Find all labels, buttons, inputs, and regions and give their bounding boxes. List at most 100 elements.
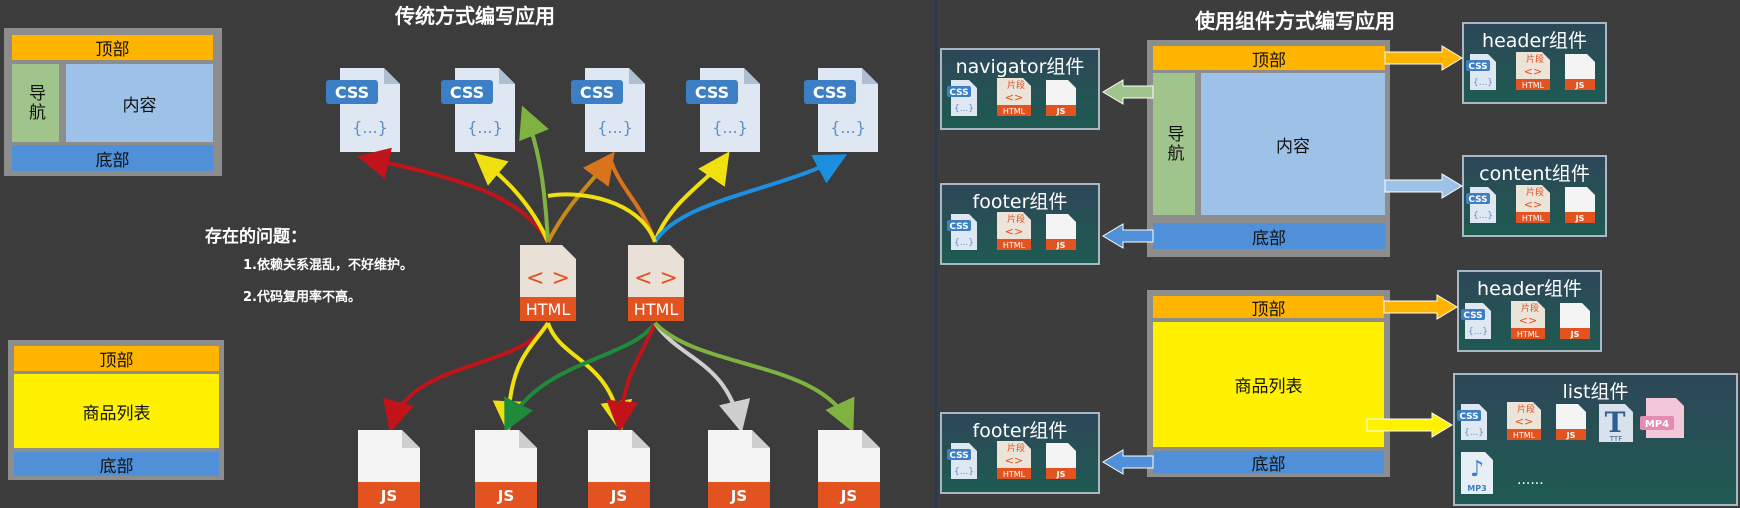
svg-text:CSS: CSS xyxy=(949,451,968,461)
svg-text:片段: 片段 xyxy=(1526,53,1544,65)
problems-heading: 存在的问题： xyxy=(205,227,307,247)
js-icon: JS xyxy=(1556,404,1586,440)
svg-text:<>: <> xyxy=(1005,225,1023,238)
js-icon: JS xyxy=(1565,54,1595,90)
js-icon: JS xyxy=(1046,80,1076,116)
html-fragment-icon: 片段<>HTML xyxy=(1516,52,1550,90)
svg-text:<>: <> xyxy=(1515,415,1533,428)
mp3-audio-icon: ♪ MP3 xyxy=(1461,452,1493,494)
navigator-component-title: navigator组件 xyxy=(955,56,1085,78)
arrow-to-content xyxy=(1384,173,1463,199)
layout1-content: 内容 xyxy=(66,64,213,142)
svg-text:{...}: {...} xyxy=(954,467,974,477)
header-component-title: header组件 xyxy=(1477,278,1582,300)
svg-text:HTML: HTML xyxy=(1517,330,1540,339)
svg-text:JS: JS xyxy=(730,487,747,505)
svg-text:HTML: HTML xyxy=(634,300,679,319)
list-icon-set: CSS{...} 片段<>HTML JS T TTF MP4 ♪ MP3 ...… xyxy=(1457,398,1684,494)
svg-text:HTML: HTML xyxy=(526,300,571,319)
page2-bottom: 底部 xyxy=(1153,451,1384,475)
svg-text:HTML: HTML xyxy=(1522,81,1545,90)
svg-text:片段: 片段 xyxy=(1007,79,1025,91)
arrow-to-footer xyxy=(1102,449,1154,475)
problem-2: 2.代码复用率不高。 xyxy=(243,290,361,305)
svg-text:片段: 片段 xyxy=(1517,403,1535,415)
footer-component-title: footer组件 xyxy=(972,420,1068,442)
html-fragment-icon: 片段<> HTML xyxy=(1507,402,1541,440)
js-file-icon: JS xyxy=(475,430,537,508)
svg-text:♪: ♪ xyxy=(1470,457,1484,482)
svg-text:JS: JS xyxy=(1570,330,1580,339)
html-fragment-icon: 片段<>HTML xyxy=(1511,301,1545,339)
layout1-bottom: 底部 xyxy=(12,145,213,171)
svg-text:JS: JS xyxy=(1566,431,1576,440)
arrow-to-footer xyxy=(1102,223,1154,249)
dependency-arrow xyxy=(504,321,657,433)
svg-text:片段: 片段 xyxy=(1526,186,1544,198)
list-component-title: list组件 xyxy=(1562,381,1629,403)
dependency-arrow xyxy=(653,151,730,243)
page2-list: 商品列表 xyxy=(1153,322,1384,447)
svg-text:JS: JS xyxy=(380,487,397,505)
svg-text:片段: 片段 xyxy=(1521,302,1539,314)
problem-1: 1.依赖关系混乱，不好维护。 xyxy=(243,258,413,273)
css-file-icon: CSS {...} xyxy=(686,68,760,152)
arrow-to-header xyxy=(1384,45,1463,71)
footer-icon-set: CSS{...} 片段<>HTML JS xyxy=(947,212,1076,250)
svg-text:{...}: {...} xyxy=(1473,78,1493,88)
js-icon: JS xyxy=(1560,303,1590,339)
svg-text:T: T xyxy=(1605,406,1626,439)
css-icon: CSS{...} xyxy=(947,80,977,116)
page1-content: 内容 xyxy=(1201,73,1385,215)
layout1-nav: 导航 xyxy=(12,64,59,142)
svg-text:CSS: CSS xyxy=(1463,311,1482,321)
content-icon-set: CSS{...} 片段<>HTML JS xyxy=(1466,185,1595,223)
dependency-arrow xyxy=(606,322,657,433)
dependency-arrow xyxy=(383,321,550,433)
html-file-icon: < > HTML xyxy=(520,245,576,321)
js-file-icon: JS xyxy=(818,430,880,508)
mp4-video-icon: MP4 xyxy=(1640,398,1684,438)
svg-text:JS: JS xyxy=(1056,470,1066,479)
css-icon: CSS {...} xyxy=(1461,303,1491,339)
navigator-icon-set: CSS{...} 片段<>HTML JS xyxy=(947,78,1076,116)
html-fragment-icon: 片段<>HTML xyxy=(997,441,1031,479)
svg-text:HTML: HTML xyxy=(1003,107,1026,116)
header-component-title: header组件 xyxy=(1482,30,1587,52)
content-component-title: content组件 xyxy=(1479,163,1590,185)
html-fragment-icon: 片段<>HTML xyxy=(997,212,1031,250)
svg-text:{...}: {...} xyxy=(467,118,503,137)
svg-text:TTF: TTF xyxy=(1609,435,1622,443)
css-icon: CSS{...} xyxy=(1457,404,1487,440)
svg-text:MP3: MP3 xyxy=(1467,484,1486,493)
html-fragment-icon: 片段<>HTML xyxy=(997,78,1031,116)
arrow-to-header xyxy=(1383,294,1458,320)
layout2-list: 商品列表 xyxy=(14,374,219,448)
svg-text:JS: JS xyxy=(610,487,627,505)
svg-text:{...}: {...} xyxy=(1473,211,1493,221)
dependency-arrow xyxy=(653,154,848,244)
svg-text:MP4: MP4 xyxy=(1645,419,1669,430)
svg-text:CSS: CSS xyxy=(580,83,614,102)
svg-text:JS: JS xyxy=(1575,81,1585,90)
svg-text:<>: <> xyxy=(1005,454,1023,467)
page1-nav: 导航 xyxy=(1153,73,1195,215)
js-icon: JS xyxy=(1565,187,1595,223)
svg-text:< >: < > xyxy=(526,266,570,291)
svg-text:{...}: {...} xyxy=(1468,327,1488,337)
css-icon: CSS {...} xyxy=(1466,187,1496,223)
svg-text:片段: 片段 xyxy=(1007,442,1025,454)
svg-text:HTML: HTML xyxy=(1513,431,1536,440)
svg-text:CSS: CSS xyxy=(450,83,484,102)
svg-text:{...}: {...} xyxy=(1464,428,1484,438)
svg-text:JS: JS xyxy=(497,487,514,505)
svg-text:CSS: CSS xyxy=(949,222,968,232)
css-icon: CSS {...} xyxy=(947,443,977,479)
arrow-to-list xyxy=(1366,412,1453,438)
dependency-arrow xyxy=(547,192,657,243)
dependency-arrow xyxy=(492,321,550,433)
page2-top: 顶部 xyxy=(1153,296,1384,320)
svg-text:CSS: CSS xyxy=(1468,195,1487,205)
css-icon: CSS {...} xyxy=(1466,54,1496,90)
svg-text:CSS: CSS xyxy=(1468,62,1487,72)
